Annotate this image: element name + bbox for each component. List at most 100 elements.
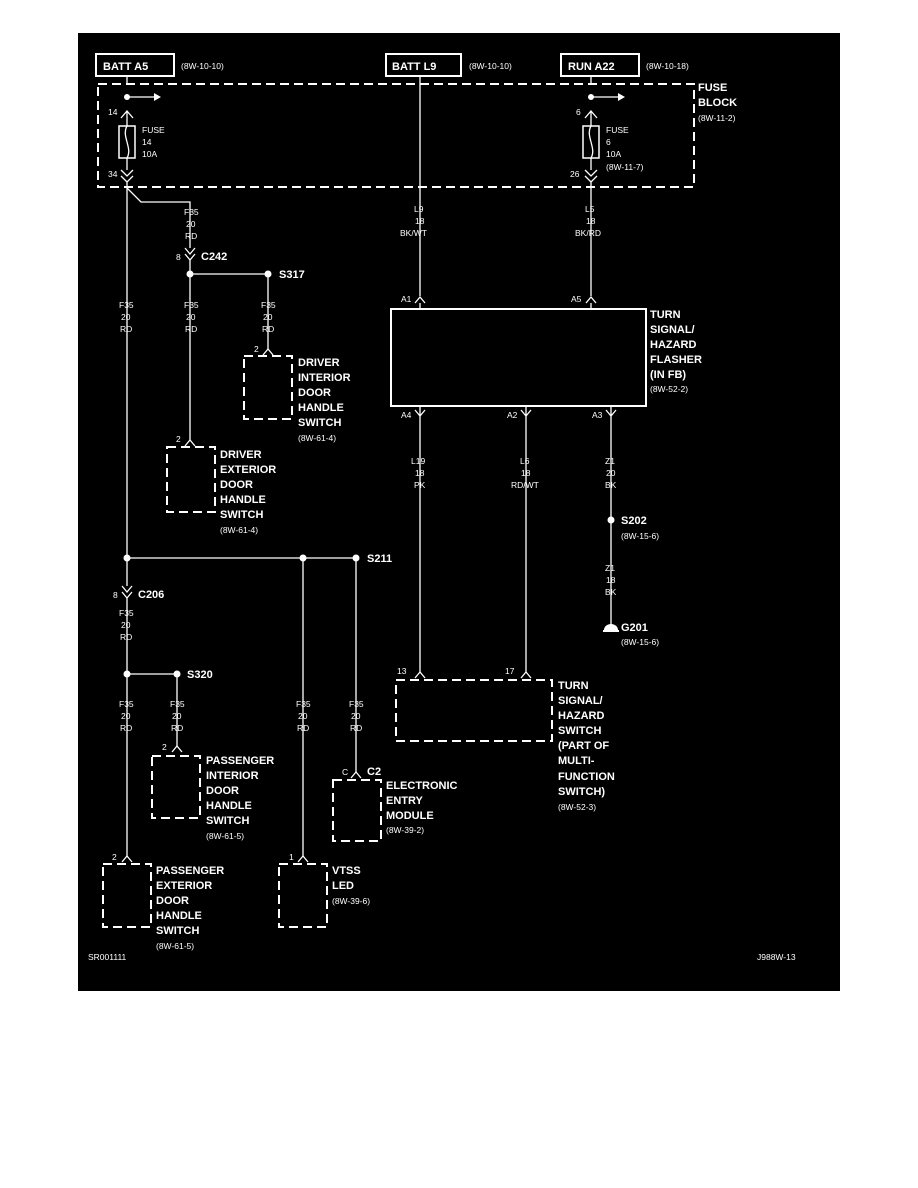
svg-text:F35: F35	[119, 699, 134, 709]
svg-text:RD: RD	[120, 324, 132, 334]
svg-text:EXTERIOR: EXTERIOR	[156, 880, 212, 892]
svg-text:20: 20	[121, 620, 131, 630]
svg-text:18: 18	[521, 468, 531, 478]
svg-text:SWITCH: SWITCH	[220, 509, 263, 521]
splice-c242-node	[186, 270, 194, 278]
wire-label-l5: L5 18 BK/RD	[575, 204, 601, 238]
svg-text:L19: L19	[411, 456, 425, 466]
driver-interior-door-handle-switch: 2 DRIVER INTERIOR DOOR HANDLE SWITCH (8W…	[243, 344, 351, 443]
svg-text:ELECTRONIC: ELECTRONIC	[386, 780, 458, 792]
wire-label-f35-s317: F35 20 RD	[261, 300, 276, 334]
svg-text:F35: F35	[349, 699, 364, 709]
svg-text:2: 2	[162, 742, 167, 752]
svg-text:(8W-10-10): (8W-10-10)	[469, 61, 512, 71]
fuse-6: 6 FUSE 6 10A (8W-11-7) 26	[570, 76, 644, 183]
svg-text:C2: C2	[367, 766, 381, 778]
svg-text:BATT L9: BATT L9	[392, 61, 436, 73]
svg-text:DRIVER: DRIVER	[298, 357, 340, 369]
svg-text:PASSENGER: PASSENGER	[156, 865, 224, 877]
wire-label-l9: L9 18 BK/WT	[400, 204, 427, 238]
svg-text:F35: F35	[184, 207, 199, 217]
svg-text:L5: L5	[585, 204, 595, 214]
svg-text:FUNCTION: FUNCTION	[558, 771, 615, 783]
svg-text:17: 17	[505, 666, 515, 676]
svg-text:18: 18	[606, 575, 616, 585]
svg-text:6: 6	[606, 137, 611, 147]
svg-text:34: 34	[108, 169, 118, 179]
svg-text:C242: C242	[201, 251, 227, 263]
fuse-block: FUSE BLOCK (8W-11-2)	[97, 82, 737, 188]
svg-text:(8W-11-7): (8W-11-7)	[606, 162, 644, 172]
svg-text:20: 20	[186, 219, 196, 229]
svg-text:2: 2	[254, 344, 259, 354]
wire-label-z1a: Z1 20 BK	[605, 456, 617, 490]
svg-text:(8W-52-2): (8W-52-2)	[650, 384, 688, 394]
wire-label-f35-c206: F35 20 RD	[119, 608, 134, 642]
wire-label-l6: L6 18 RD/WT	[511, 456, 539, 490]
svg-text:(8W-61-4): (8W-61-4)	[298, 433, 336, 443]
svg-text:FLASHER: FLASHER	[650, 354, 702, 366]
svg-text:SWITCH): SWITCH)	[558, 786, 605, 798]
svg-text:F35: F35	[170, 699, 185, 709]
svg-text:20: 20	[172, 711, 182, 721]
svg-text:(8W-61-5): (8W-61-5)	[156, 941, 194, 951]
splice-s320: S320	[123, 669, 213, 681]
svg-text:BK: BK	[605, 480, 617, 490]
svg-text:MODULE: MODULE	[386, 810, 434, 822]
flasher-module: A1 A5 A4 A2 A3 TURN SIGNAL/ HAZARD FLASH…	[390, 294, 702, 420]
svg-text:A3: A3	[592, 410, 603, 420]
svg-text:(8W-15-6): (8W-15-6)	[621, 637, 659, 647]
wires	[126, 76, 612, 852]
svg-text:(8W-52-3): (8W-52-3)	[558, 802, 596, 812]
svg-text:DOOR: DOOR	[298, 387, 331, 399]
footer-diagram-code: J988W-13	[757, 952, 796, 962]
svg-text:(8W-61-5): (8W-61-5)	[206, 831, 244, 841]
wire-label-f35-a: F35 20 RD	[184, 207, 199, 241]
svg-text:C206: C206	[138, 589, 164, 601]
svg-text:26: 26	[570, 169, 580, 179]
svg-text:(8W-10-18): (8W-10-18)	[646, 61, 689, 71]
svg-text:10A: 10A	[606, 149, 621, 159]
svg-text:F35: F35	[296, 699, 311, 709]
turn-signal-hazard-switch: 13 17 TURN SIGNAL/ HAZARD SWITCH (PART O…	[395, 666, 615, 812]
svg-text:RUN A22: RUN A22	[568, 61, 615, 73]
svg-text:20: 20	[121, 312, 131, 322]
svg-text:MULTI-: MULTI-	[558, 755, 595, 767]
wire-label-f35-c242: F35 20 RD	[184, 300, 199, 334]
svg-text:DRIVER: DRIVER	[220, 449, 262, 461]
svg-text:FUSE: FUSE	[698, 82, 727, 94]
svg-text:HAZARD: HAZARD	[650, 339, 696, 351]
source-run-a22: RUN A22 (8W-10-18)	[560, 53, 689, 77]
svg-text:20: 20	[298, 711, 308, 721]
svg-text:HANDLE: HANDLE	[298, 402, 344, 414]
svg-text:6: 6	[576, 107, 581, 117]
wire-label-z1b: Z1 18 BK	[605, 563, 617, 597]
svg-text:Z1: Z1	[605, 563, 615, 573]
svg-text:PK: PK	[414, 480, 426, 490]
svg-text:(8W-39-6): (8W-39-6)	[332, 896, 370, 906]
svg-text:(8W-39-2): (8W-39-2)	[386, 825, 424, 835]
svg-text:8: 8	[113, 590, 118, 600]
svg-text:20: 20	[186, 312, 196, 322]
svg-text:INTERIOR: INTERIOR	[298, 372, 351, 384]
connector-c206: 8 C206	[113, 585, 164, 602]
svg-text:A1: A1	[401, 294, 412, 304]
svg-text:18: 18	[415, 216, 425, 226]
wire-label-f35-pass-ext: F35 20 RD	[119, 699, 134, 733]
wire-label-f35-vtss: F35 20 RD	[296, 699, 311, 733]
svg-text:RD: RD	[171, 723, 183, 733]
splice-s202: S202 (8W-15-6)	[607, 515, 659, 541]
svg-text:TURN: TURN	[650, 309, 681, 321]
svg-text:RD: RD	[120, 723, 132, 733]
svg-text:SWITCH: SWITCH	[156, 925, 199, 937]
svg-text:F35: F35	[261, 300, 276, 310]
passenger-interior-door-handle-switch: 2 PASSENGER INTERIOR DOOR HANDLE SWITCH …	[151, 740, 274, 841]
svg-text:18: 18	[586, 216, 596, 226]
svg-text:(8W-15-6): (8W-15-6)	[621, 531, 659, 541]
source-batt-a5: BATT A5 (8W-10-10)	[95, 53, 224, 77]
svg-text:HANDLE: HANDLE	[220, 494, 266, 506]
svg-text:(IN FB): (IN FB)	[650, 369, 686, 381]
svg-text:20: 20	[263, 312, 273, 322]
svg-text:EXTERIOR: EXTERIOR	[220, 464, 276, 476]
